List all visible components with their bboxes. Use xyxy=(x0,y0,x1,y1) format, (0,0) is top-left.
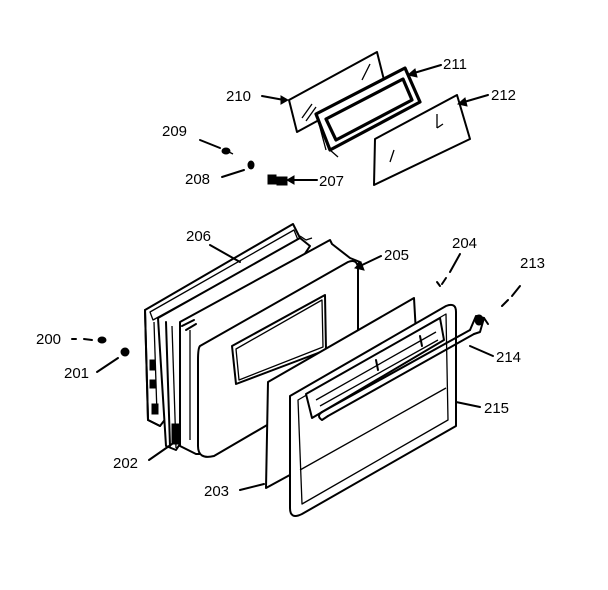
part-211-gasket xyxy=(314,66,422,158)
part-204-marker xyxy=(436,281,441,287)
label-211: 211 xyxy=(443,56,467,73)
label-204: 204 xyxy=(452,235,477,252)
label-209: 209 xyxy=(162,123,187,140)
part-207-bracket xyxy=(267,174,288,186)
callout-labels: 210 211 212 209 208 207 206 205 204 213 … xyxy=(36,56,545,500)
label-200: 200 xyxy=(36,331,61,348)
label-202: 202 xyxy=(113,455,138,472)
label-205: 205 xyxy=(384,247,409,264)
label-215: 215 xyxy=(484,400,509,417)
label-213: 213 xyxy=(520,255,545,272)
part-212-glass xyxy=(373,94,471,186)
label-201: 201 xyxy=(64,365,89,382)
part-209-screw xyxy=(221,147,234,155)
label-207: 207 xyxy=(319,173,344,190)
label-212: 212 xyxy=(491,87,516,104)
label-203: 203 xyxy=(204,483,229,500)
part-208-clip xyxy=(247,160,255,170)
label-206: 206 xyxy=(186,228,211,245)
part-200-screw xyxy=(97,336,107,344)
label-214: 214 xyxy=(496,349,521,366)
part-205-inner-panel xyxy=(179,235,361,458)
leader-lines xyxy=(71,64,521,491)
part-201-screw xyxy=(120,347,130,357)
label-208: 208 xyxy=(185,171,210,188)
label-210: 210 xyxy=(226,88,251,105)
part-215-outer-door xyxy=(289,303,457,517)
part-213-screw xyxy=(474,314,489,326)
